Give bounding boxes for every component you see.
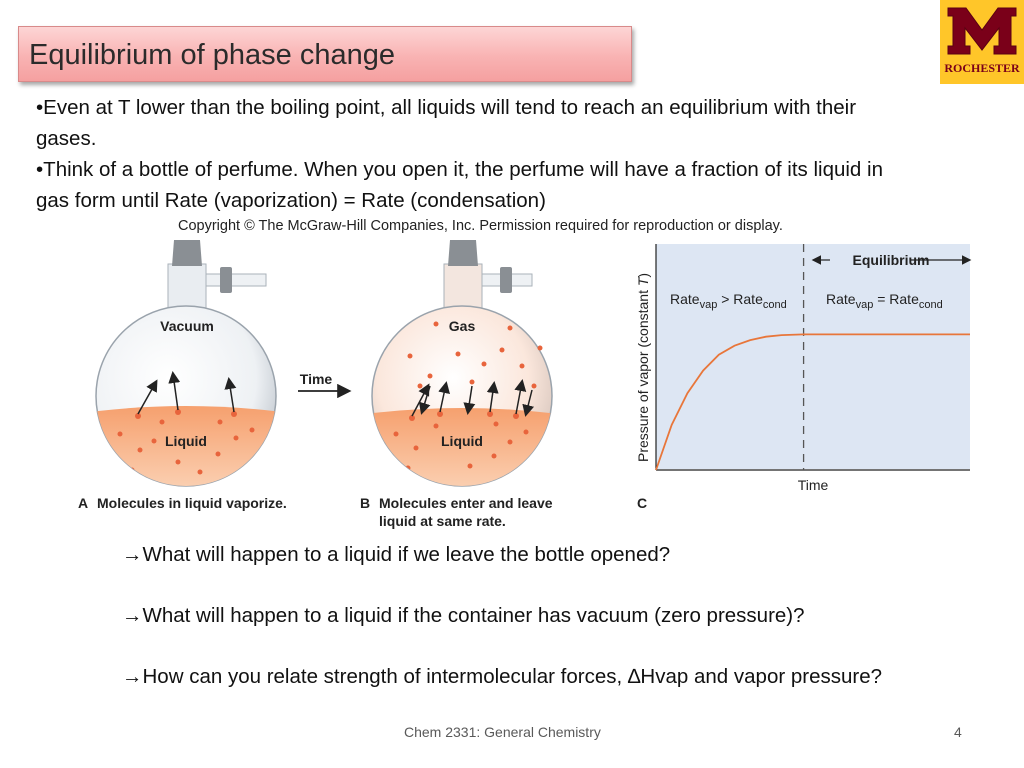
region-right-label: Ratevap = Ratecond [826, 291, 943, 311]
flask-b-top-label: Gas [449, 318, 476, 334]
stopcock-icon [220, 267, 232, 293]
caption-a-letter: A [78, 495, 88, 511]
chart-letter: C [637, 495, 647, 511]
stopcock-icon [500, 267, 512, 293]
region-left-label: Ratevap > Ratecond [670, 291, 787, 311]
plot-area [656, 244, 970, 469]
bullet-list: •Even at T lower than the boiling point,… [36, 92, 916, 216]
question-list: →What will happen to a liquid if we leav… [122, 540, 942, 723]
m-logo-icon [947, 7, 1017, 55]
page-number: 4 [954, 724, 962, 740]
equilibrium-label: Equilibrium [853, 252, 930, 268]
flask-b: Gas Liquid [371, 240, 553, 487]
caption-b-line2: liquid at same rate. [379, 513, 506, 529]
time-arrow-label: Time [300, 371, 333, 387]
caption-b-line1: Molecules enter and leave [379, 495, 553, 511]
flask-a-top-label: Vacuum [160, 318, 214, 334]
title-box: Equilibrium of phase change [18, 26, 632, 82]
flask-a-bottom-label: Liquid [165, 433, 207, 449]
vapor-pressure-curve [655, 333, 970, 471]
flask-a: Vacuum Liquid [95, 240, 277, 487]
question-item: →What will happen to a liquid if we leav… [122, 543, 671, 566]
bullet-item: •Even at T lower than the boiling point,… [36, 96, 857, 150]
question-item: →What will happen to a liquid if the con… [122, 604, 805, 627]
vapor-pressure-chart: Equilibrium Ratevap > Ratecond Ratevap =… [635, 244, 972, 511]
question-item: →How can you relate strength of intermol… [122, 665, 883, 688]
caption-b-letter: B [360, 495, 370, 511]
university-logo: ROCHESTER [940, 0, 1024, 84]
stopper-icon [448, 240, 478, 266]
logo-text: ROCHESTER [944, 61, 1020, 75]
caption-a: Molecules in liquid vaporize. [97, 495, 287, 511]
copyright-notice: Copyright © The McGraw-Hill Companies, I… [178, 218, 783, 234]
flask-b-bottom-label: Liquid [441, 433, 483, 449]
page-title: Equilibrium of phase change [29, 39, 395, 71]
stopper-icon [172, 240, 202, 266]
x-axis-label: Time [798, 477, 829, 493]
time-arrow: Time [298, 371, 352, 399]
y-axis-label: Pressure of vapor (constant T) [635, 273, 651, 462]
phase-equilibrium-figure: Vacuum Liquid Time [78, 240, 972, 529]
bullet-item: •Think of a bottle of perfume. When you … [36, 158, 883, 212]
footer-text: Chem 2331: General Chemistry [404, 724, 601, 740]
